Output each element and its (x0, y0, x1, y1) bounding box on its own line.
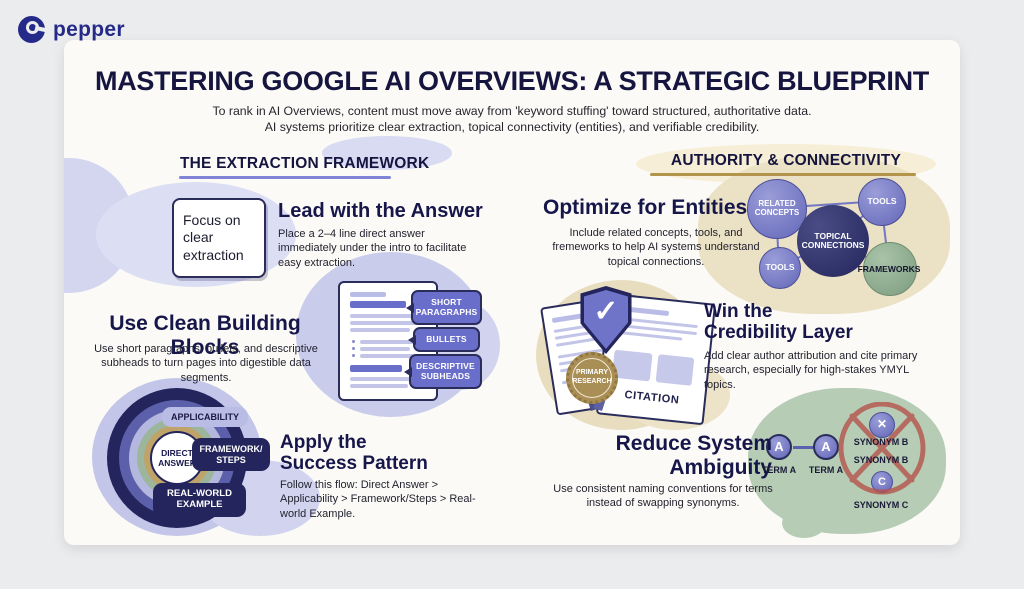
tag-bullets: BULLETS (408, 327, 480, 352)
credibility-heading: Win the Credibility Layer (704, 301, 853, 344)
focus-callout-box: Focus on clear extraction (172, 198, 266, 278)
left-header-underline (179, 176, 391, 179)
page-title: MASTERING GOOGLE AI OVERVIEWS: A STRATEG… (95, 66, 929, 96)
credibility-body: Add clear author attribution and cite pr… (704, 350, 918, 391)
shield-check-icon: ✓ (577, 286, 635, 354)
check-icon: ✓ (593, 295, 619, 328)
label-applicability: APPLICABILITY (162, 407, 248, 427)
building-blocks-heading: Use Clean Building Blocks (109, 312, 301, 359)
synonym-b-label-1: SYNONYM B (853, 437, 909, 447)
building-blocks-body: Use short paragraphs, bullets, and descr… (94, 343, 318, 384)
left-section-header: THE EXTRACTION FRAMEWORK (180, 155, 430, 172)
focus-callout-text: Focus on clear extraction (183, 211, 244, 263)
brand-name: pepper (53, 17, 125, 41)
x-icon: ✕ (876, 417, 888, 432)
ambiguity-heading: Reduce System Ambiguity (615, 432, 772, 479)
entities-body: Include related concepts, tools, and fre… (552, 227, 760, 268)
label-framework-steps: FRAMEWORK/ STEPS (192, 438, 270, 471)
image-placeholder (655, 354, 695, 386)
synonym-x-node: ✕ (869, 412, 895, 438)
node-tools-bottom: TOOLS (759, 247, 801, 289)
term-a-line (793, 446, 813, 449)
node-frameworks-circle (863, 242, 917, 296)
term-a-label-1: TERM A (761, 465, 797, 475)
term-a-label-2: TERM A (808, 465, 844, 475)
brand-logo[interactable]: pepper (18, 16, 125, 43)
success-pattern-heading: Apply the Success Pattern (280, 432, 428, 475)
node-tools-top: TOOLS (858, 178, 906, 226)
green-blob (748, 388, 946, 534)
node-related-concepts: RELATED CONCEPTS (747, 179, 807, 239)
tag-short-paragraphs: SHORT PARAGRAPHS (406, 290, 482, 325)
lavender-blob (322, 136, 452, 170)
synonym-b-label-2: SYNONYM B (853, 455, 909, 465)
lead-answer-heading: Lead with the Answer (278, 200, 483, 222)
primary-research-badge: PRIMARY RESEARCH (566, 352, 618, 411)
entities-heading: Optimize for Entities (543, 196, 748, 219)
ambiguity-body: Use consistent naming conventions for te… (553, 483, 773, 510)
label-real-world-example: REAL-WORLD EXAMPLE (153, 483, 246, 517)
red-cross-icon (838, 402, 926, 495)
page-subtitle-line2: AI systems prioritize clear extraction, … (264, 120, 760, 134)
pepper-logo-icon (18, 16, 47, 43)
right-header-underline (650, 173, 916, 176)
citation-label: CITATION (623, 388, 680, 407)
node-topical-connections: TOPICAL CONNECTIONS (797, 205, 869, 277)
page-subtitle-line1: To rank in AI Overviews, content must mo… (212, 104, 812, 118)
term-a-node-1: A (766, 434, 792, 460)
right-section-header: AUTHORITY & CONNECTIVITY (670, 152, 902, 169)
synonym-c-label: SYNONYM C (853, 500, 909, 510)
tag-descriptive-subheads: DESCRIPTIVE SUBHEADS (404, 354, 482, 389)
lead-answer-body: Place a 2–4 line direct answer immediate… (278, 228, 467, 269)
node-frameworks-label: FRAMEWORKS (857, 264, 921, 274)
green-blob (782, 508, 826, 538)
success-pattern-body: Follow this flow: Direct Answer > Applic… (280, 479, 476, 520)
term-a-node-2: A (813, 434, 839, 460)
